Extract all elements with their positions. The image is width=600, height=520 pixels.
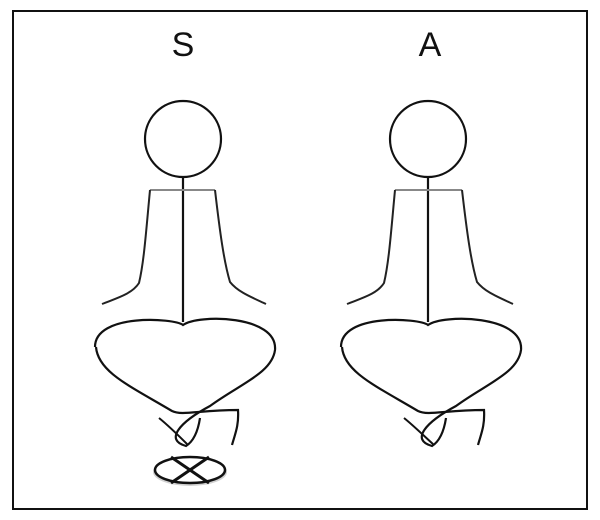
left-arm-s (101, 189, 151, 305)
figure-label-s: S (171, 26, 195, 64)
diagram-frame (12, 10, 588, 510)
right-arm-s (214, 189, 267, 305)
legs-cross-s (94, 346, 240, 446)
legs-loop-s (93, 317, 277, 448)
right-arm-a (461, 189, 514, 305)
figure-label-a: A (418, 26, 442, 64)
legs-loop-a (339, 317, 523, 448)
figure-a (339, 99, 523, 448)
left-arm-a (346, 189, 396, 305)
circled-x-marker (153, 455, 227, 486)
head-a (388, 99, 468, 179)
marker-x-line-2 (170, 455, 210, 485)
figure-s (93, 99, 277, 486)
foot-left-s (158, 417, 189, 446)
head-s (143, 99, 223, 179)
foot-left-a (403, 417, 435, 446)
legs-cross-a (340, 346, 486, 446)
